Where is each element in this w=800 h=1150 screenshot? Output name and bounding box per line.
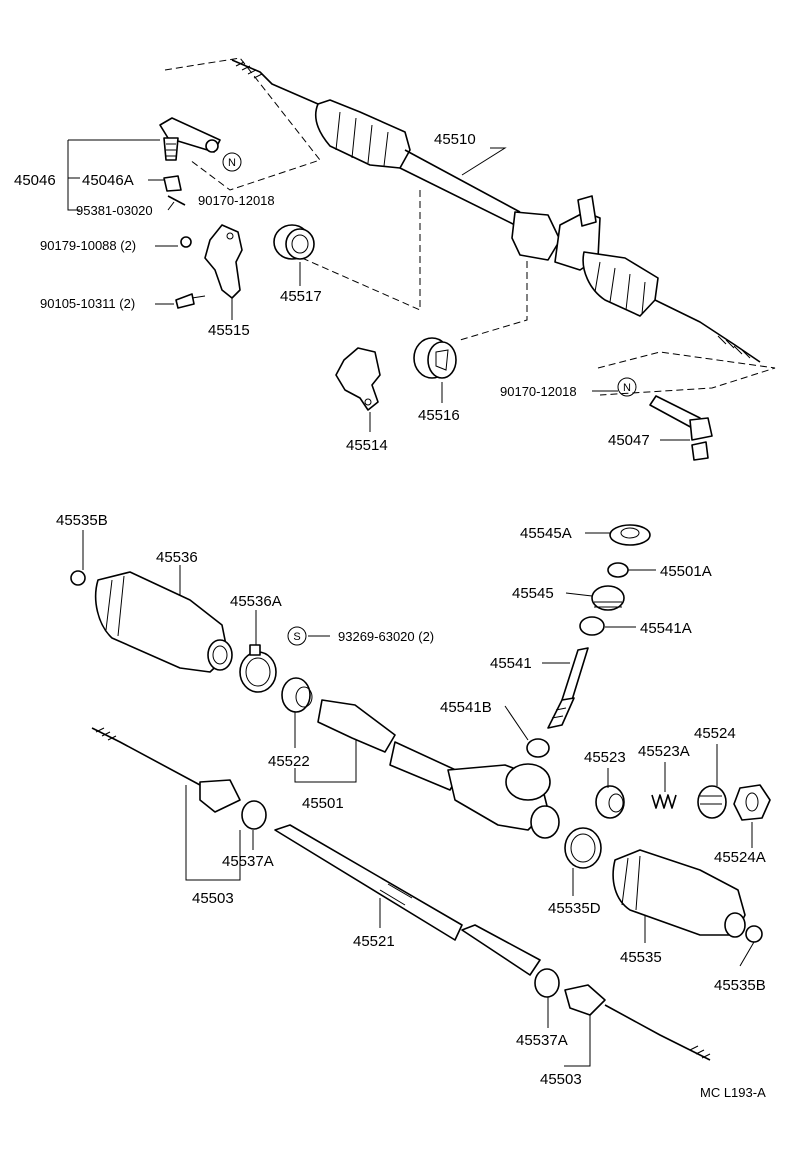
label-45514: 45514 [346, 437, 388, 454]
label-45524A: 45524A [714, 849, 766, 866]
label-95381-03020: 95381-03020 [76, 203, 153, 218]
label-45046A: 45046A [82, 172, 134, 189]
leader-lines [67, 139, 755, 1067]
spring-45523A [651, 794, 677, 809]
label-45521: 45521 [353, 933, 395, 950]
bracket-45514 [335, 347, 381, 411]
clip-45535B-bottom [745, 925, 763, 943]
lock-nut-45524A [733, 784, 771, 821]
n-symbol-1: N [222, 152, 242, 172]
bushing-45516 [413, 337, 457, 379]
label-45501: 45501 [302, 795, 344, 812]
clamp-45535D [564, 827, 602, 869]
label-45541: 45541 [490, 655, 532, 672]
boot-45536 [94, 571, 233, 673]
label-90170-12018-b: 90170-12018 [500, 384, 577, 399]
label-45545: 45545 [512, 585, 554, 602]
label-45046: 45046 [14, 172, 56, 189]
label-45535D: 45535D [548, 900, 601, 917]
label-45503-bottom: 45503 [540, 1071, 582, 1088]
footer-code: MC L193-A [700, 1085, 766, 1100]
label-45535: 45535 [620, 949, 662, 966]
label-45541B: 45541B [440, 699, 492, 716]
washer-45537A-bottom [534, 968, 560, 998]
dashed-outline-right [597, 351, 776, 396]
label-45517: 45517 [280, 288, 322, 305]
clamp-45536A [239, 644, 277, 693]
label-45535B-bottom: 45535B [714, 977, 766, 994]
label-45523A: 45523A [638, 743, 690, 760]
clip-45535B-top [70, 570, 86, 586]
label-90170-12018-a: 90170-12018 [198, 193, 275, 208]
label-45524: 45524 [694, 725, 736, 742]
seal-45501A [607, 562, 629, 578]
label-45510: 45510 [434, 131, 476, 148]
label-45537A-bottom: 45537A [516, 1032, 568, 1049]
label-45536: 45536 [156, 549, 198, 566]
label-45516: 45516 [418, 407, 460, 424]
tie-rod-45503-left [91, 727, 267, 830]
label-45501A: 45501A [660, 563, 712, 580]
label-45503-left: 45503 [192, 890, 234, 907]
n-symbol-2: N [617, 377, 637, 397]
pinion-45541 [547, 647, 589, 729]
housing-45501 [317, 699, 560, 839]
dashed-outline-mid [301, 190, 528, 341]
label-90105-10311: 90105-10311 (2) [40, 296, 135, 311]
sleeve-45522 [281, 677, 313, 713]
svg-text:N: N [228, 157, 236, 169]
s-symbol-1: S [287, 626, 307, 646]
boot-45535 [612, 849, 746, 938]
guide-45523 [595, 785, 625, 819]
rack-45521 [274, 824, 541, 976]
label-45537A-left: 45537A [222, 853, 274, 870]
plug-45545 [591, 585, 625, 611]
label-45536A: 45536A [230, 593, 282, 610]
svg-text:S: S [293, 631, 300, 643]
label-45535B-top: 45535B [56, 512, 108, 529]
tie-rod-end-left [159, 117, 221, 206]
tie-rod-45503-right [564, 984, 711, 1061]
bushing-45517 [273, 224, 315, 260]
svg-text:N: N [623, 382, 631, 394]
bearing-45541B [526, 738, 550, 758]
label-90179-10088: 90179-10088 (2) [40, 238, 136, 253]
bracket-45515 [175, 224, 243, 309]
label-45541A: 45541A [640, 620, 692, 637]
label-93269-63020: 93269-63020 (2) [338, 629, 434, 644]
lock-nut-45545A [609, 524, 651, 546]
label-45515: 45515 [208, 322, 250, 339]
label-45545A: 45545A [520, 525, 572, 542]
tie-rod-end-right [649, 395, 713, 461]
cap-45524 [697, 785, 727, 819]
dashed-outline-left [164, 57, 321, 191]
rack-housing-assembly [231, 59, 761, 363]
label-45047: 45047 [608, 432, 650, 449]
bearing-45541A [579, 616, 605, 636]
label-45522: 45522 [268, 753, 310, 770]
label-45523: 45523 [584, 749, 626, 766]
